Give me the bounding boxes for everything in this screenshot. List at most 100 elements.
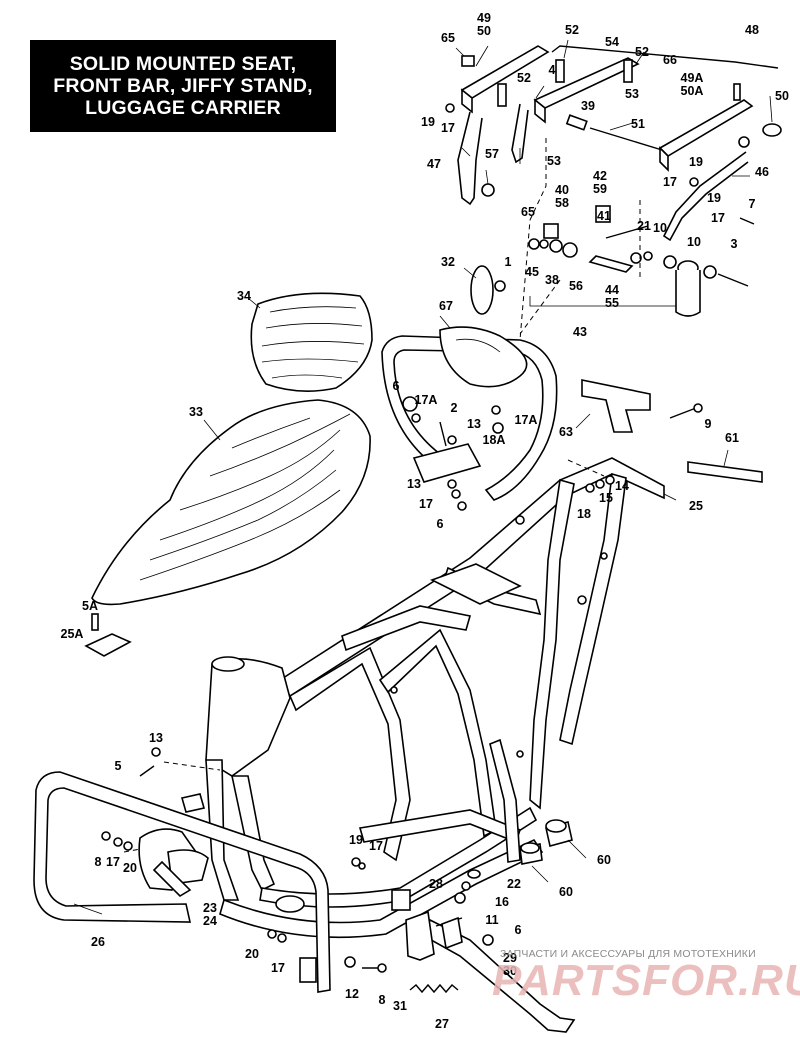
callout-20a: 20 <box>123 861 137 875</box>
callout-18a: 18A <box>483 433 506 447</box>
callout-46: 46 <box>755 165 769 179</box>
fender-parts-drawing <box>581 379 763 483</box>
callout-28: 28 <box>429 877 443 891</box>
callout-13c: 13 <box>149 731 163 745</box>
callout-61: 61 <box>725 431 739 445</box>
callout-9: 9 <box>705 417 712 431</box>
callout-2: 2 <box>451 401 458 415</box>
callout-19b: 19 <box>689 155 703 169</box>
callout-8a: 8 <box>95 855 102 869</box>
callout-52a: 52 <box>565 23 579 37</box>
callout-13b: 13 <box>407 477 421 491</box>
callout-7: 7 <box>749 197 756 211</box>
callout-38: 38 <box>545 273 559 287</box>
watermark-caption: ЗАПЧАСТИ И АКСЕССУАРЫ ДЛЯ МОТОТЕХНИКИ <box>500 948 756 960</box>
callout-11: 11 <box>485 913 498 927</box>
title-line-1: SOLID MOUNTED SEAT, <box>69 53 297 75</box>
callout-1: 1 <box>505 255 512 269</box>
callout-33: 33 <box>189 405 203 419</box>
callout-6a: 6 <box>393 379 400 393</box>
callout-34: 34 <box>237 289 251 303</box>
callout-52b: 52 <box>517 71 531 85</box>
callout-12: 12 <box>345 987 359 1001</box>
callout-26: 26 <box>91 935 105 949</box>
sissy-bar-drawing <box>381 326 558 511</box>
callout-17e: 17 <box>106 855 120 869</box>
callout-4: 4 <box>549 63 556 77</box>
callout-17a: 17 <box>441 121 455 135</box>
title-line-2: FRONT BAR, JIFFY STAND, <box>53 75 313 97</box>
callout-10b: 10 <box>687 235 701 249</box>
callout-3: 3 <box>731 237 738 251</box>
callout-10a: 10 <box>653 221 667 235</box>
callout-56: 56 <box>569 279 583 293</box>
callout-41: 41 <box>597 209 611 223</box>
callout-19a: 19 <box>421 115 435 129</box>
callout-18: 18 <box>577 507 591 521</box>
callout-43: 43 <box>573 325 587 339</box>
watermark-logo: PARTSFOR.RU <box>492 956 800 1005</box>
callout-50: 50 <box>775 89 789 103</box>
callout-27: 27 <box>435 1017 449 1031</box>
leader-lines <box>73 39 773 915</box>
callout-13a: 13 <box>467 417 481 431</box>
callout-21: 21 <box>637 219 651 233</box>
callout-5: 5 <box>115 759 122 773</box>
callout-45: 45 <box>525 265 539 279</box>
frame-drawing <box>123 457 665 939</box>
callout-53b: 53 <box>547 154 561 168</box>
callout-66: 66 <box>663 53 677 67</box>
callout-52c: 52 <box>635 45 649 59</box>
callout-16: 16 <box>495 895 509 909</box>
callout-65b: 65 <box>521 205 535 219</box>
diagram-title-box: SOLID MOUNTED SEAT, FRONT BAR, JIFFY STA… <box>30 40 336 132</box>
callout-53a: 53 <box>625 87 639 101</box>
callout-60b: 60 <box>559 885 573 899</box>
callout-17b: 17 <box>663 175 677 189</box>
callout-25: 25 <box>689 499 703 513</box>
callout-51: 51 <box>631 117 645 131</box>
callout-17a-1: 17A <box>415 393 438 407</box>
callout-5a: 5A <box>82 599 98 613</box>
seat-drawing <box>84 292 373 657</box>
callout-22: 22 <box>507 877 521 891</box>
jiffy-stand-drawing <box>138 819 576 1033</box>
callout-63: 63 <box>559 425 573 439</box>
callout-17g: 17 <box>271 961 285 975</box>
callout-60a: 60 <box>597 853 611 867</box>
callout-20b: 20 <box>245 947 259 961</box>
callout-57: 57 <box>485 147 499 161</box>
callout-6b: 6 <box>437 517 444 531</box>
callout-17d: 17 <box>419 497 433 511</box>
callout-25a: 25A <box>61 627 84 641</box>
callout-8b: 8 <box>379 993 386 1007</box>
callout-65a: 65 <box>441 31 455 45</box>
callout-32: 32 <box>441 255 455 269</box>
callout-48: 48 <box>745 23 759 37</box>
callout-19c: 19 <box>707 191 721 205</box>
callout-14: 14 <box>615 479 629 493</box>
callout-17a-2: 17A <box>515 413 538 427</box>
callout-19d: 19 <box>349 833 363 847</box>
callout-54: 54 <box>605 35 619 49</box>
callout-15: 15 <box>599 491 613 505</box>
callout-47: 47 <box>427 157 441 171</box>
callout-6c: 6 <box>515 923 522 937</box>
callout-17f: 17 <box>369 839 383 853</box>
callout-17c: 17 <box>711 211 725 225</box>
callout-31: 31 <box>393 999 407 1013</box>
front-bar-drawing <box>33 747 331 993</box>
luggage-carrier-drawing <box>445 45 782 341</box>
callout-39: 39 <box>581 99 595 113</box>
title-line-3: LUGGAGE CARRIER <box>85 97 281 119</box>
callout-67: 67 <box>439 299 453 313</box>
